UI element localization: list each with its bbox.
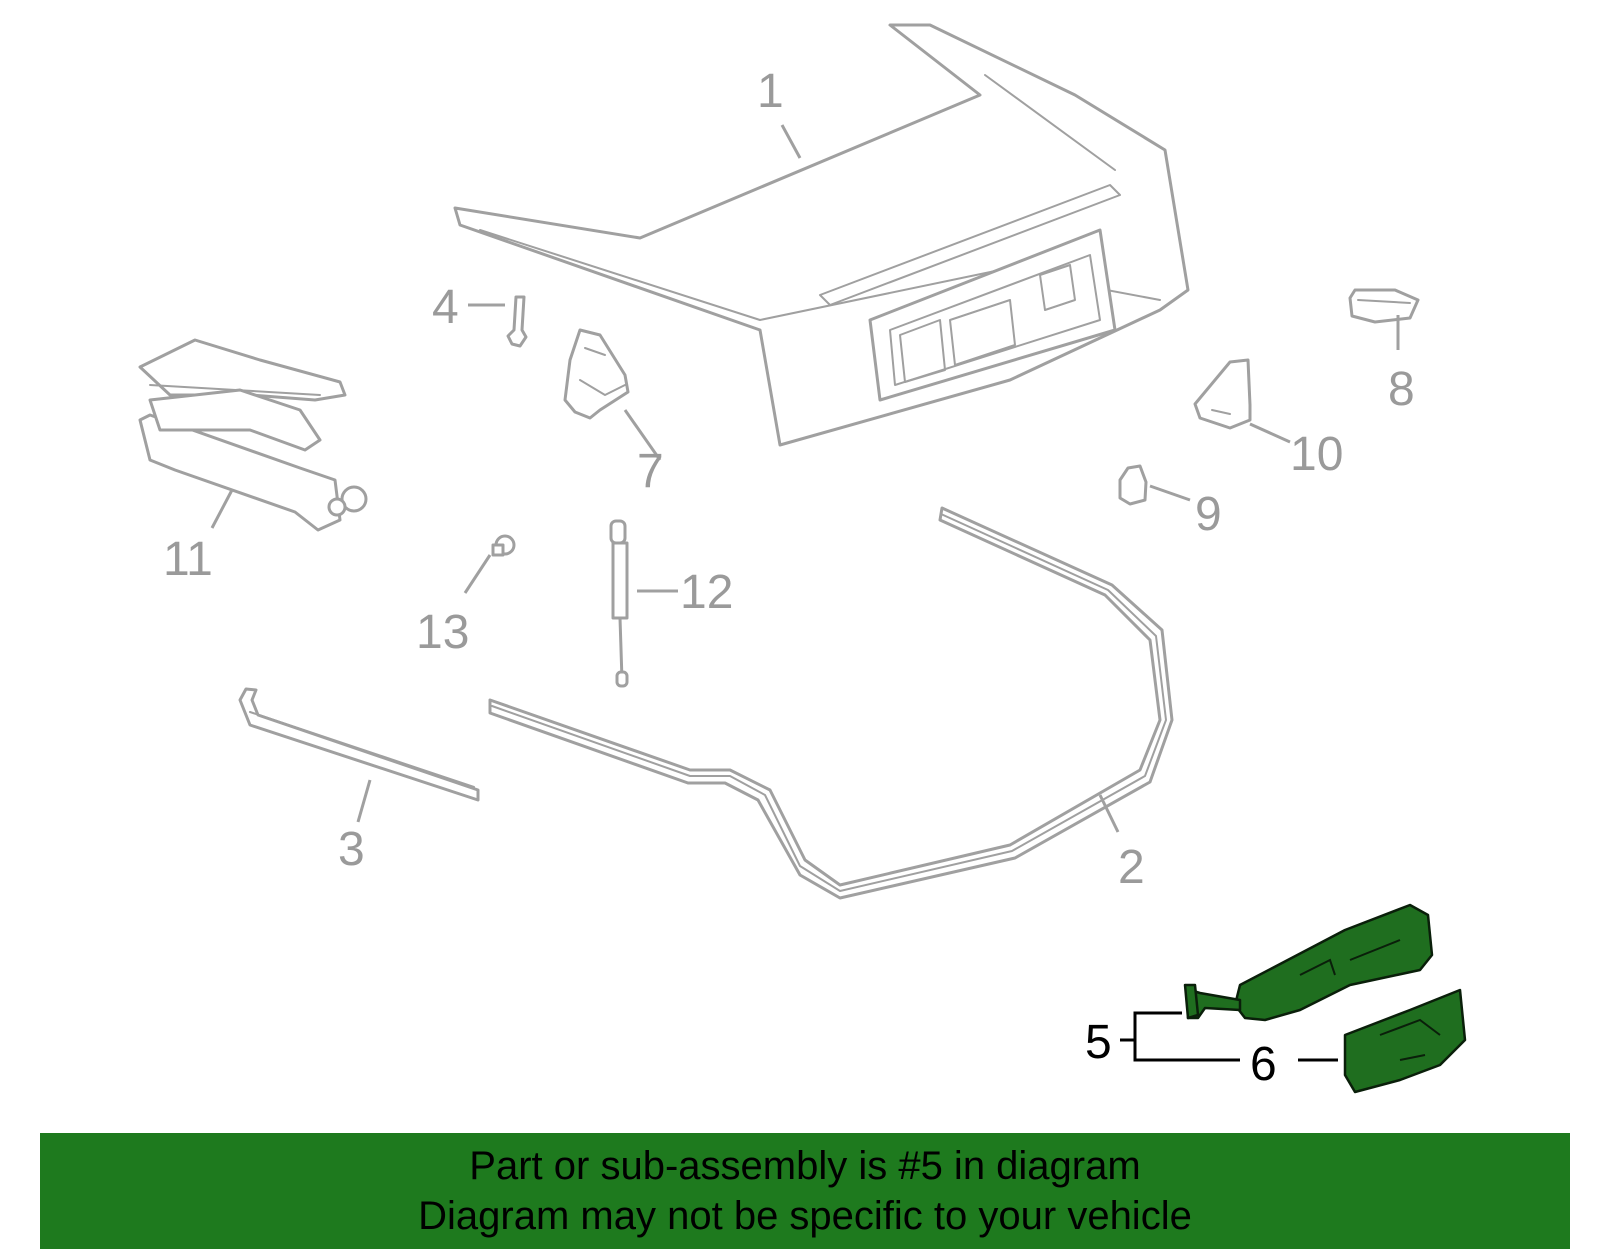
part-5-highlighted-actuator (1183, 903, 1434, 1022)
callout-1: 1 (757, 65, 784, 118)
callout-2: 2 (1118, 841, 1145, 894)
part-6-latch (1343, 988, 1467, 1094)
banner-line-2: Diagram may not be specific to your vehi… (418, 1194, 1192, 1238)
part-13-grommet (491, 534, 516, 557)
part-1-trunk-lid (453, 23, 1190, 447)
part-11-hinge (138, 338, 368, 532)
part-12-gas-strut (609, 519, 629, 688)
info-banner: Part or sub-assembly is #5 in diagram Di… (40, 1133, 1570, 1249)
leader-lines-active (1120, 1011, 1338, 1062)
part-3-seal-strip (238, 687, 480, 802)
callout-9: 9 (1195, 488, 1222, 541)
part-10-bracket (1193, 358, 1252, 430)
callout-13: 13 (416, 606, 469, 659)
banner-line-1: Part or sub-assembly is #5 in diagram (469, 1144, 1141, 1188)
callout-3: 3 (338, 823, 365, 876)
callout-11: 11 (163, 533, 213, 586)
part-7-bracket (563, 328, 630, 420)
callout-8: 8 (1388, 363, 1415, 416)
part-9-clip (1118, 464, 1148, 506)
part-2-weatherstrip (488, 506, 1174, 900)
leader-lines (210, 124, 1400, 833)
callout-7: 7 (637, 445, 664, 498)
callout-4: 4 (432, 281, 459, 334)
callout-5: 5 (1085, 1016, 1112, 1069)
part-4-bolt (506, 295, 528, 348)
callout-10: 10 (1290, 428, 1343, 481)
callout-12: 12 (680, 566, 733, 619)
part-8-bracket (1348, 288, 1420, 324)
callout-6: 6 (1250, 1038, 1277, 1091)
